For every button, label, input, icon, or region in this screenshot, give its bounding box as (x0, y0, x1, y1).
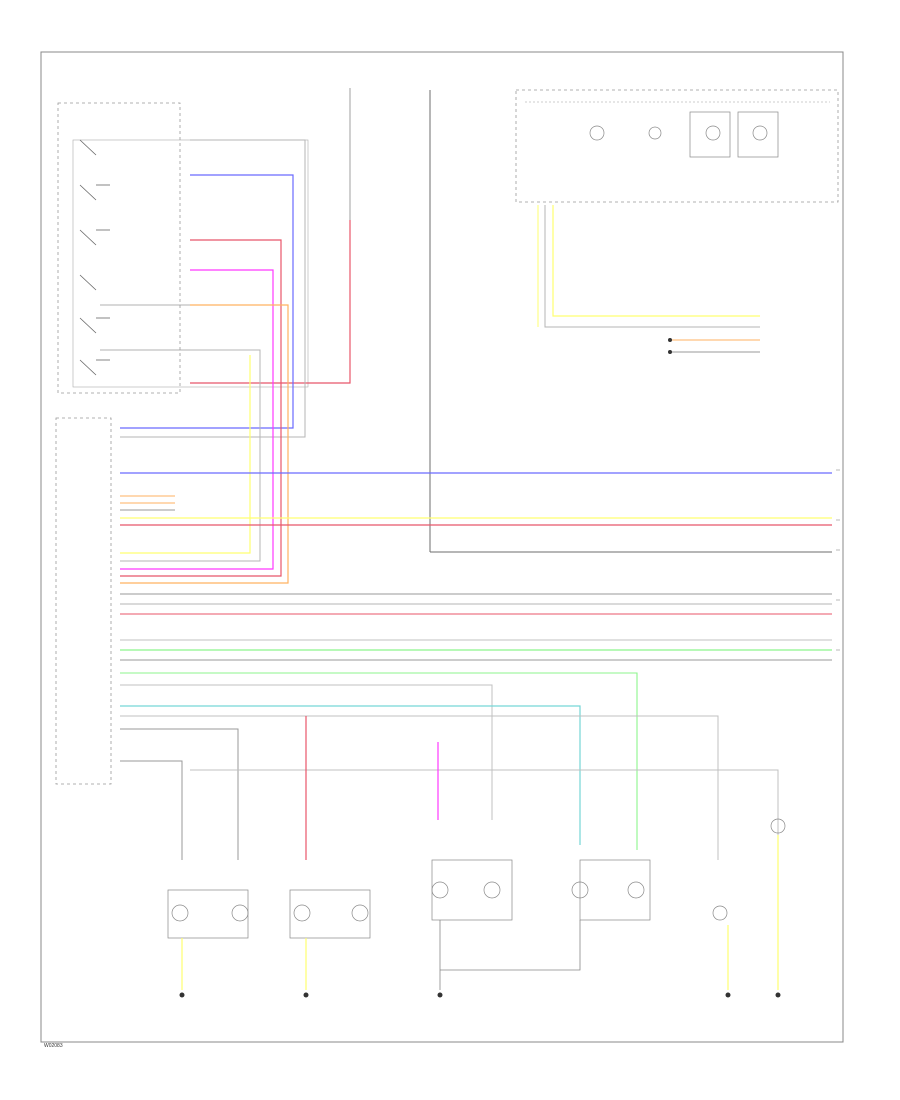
wire-red-fuse (190, 220, 351, 384)
light-switch-box (57, 102, 181, 394)
headlamp-left (167, 889, 249, 939)
wire-teal-branch (120, 705, 581, 845)
bus-wires (120, 472, 832, 661)
wire-grey-branch-2 (120, 715, 719, 860)
tail-ground-bus (440, 920, 581, 971)
wire-grey-switch (120, 139, 306, 438)
wire-yellow-cluster (552, 205, 760, 317)
footer-code: W02083 (44, 1043, 63, 1049)
wire-magenta-switch (120, 269, 274, 570)
wire-red-switch (120, 239, 282, 577)
instrument-cluster-box (515, 89, 839, 203)
connector-dot-1 (668, 338, 672, 342)
wire-grey-branch-3 (120, 760, 183, 860)
wire-orange-switch (120, 304, 289, 584)
wire-dark-branch (120, 728, 239, 860)
headlamp-right (289, 889, 371, 939)
wire-grey-branch-4 (190, 769, 779, 860)
cluster-lamps (589, 111, 779, 158)
wire-blue-switch (120, 174, 294, 429)
wire-grey-switch-2 (120, 349, 261, 562)
edge-connectors (836, 469, 840, 651)
ground-symbols (179, 992, 781, 998)
fog-lamps (712, 818, 786, 921)
wire-yellowgreen-branch (120, 672, 638, 850)
ground-wires (181, 835, 779, 990)
main-module-box (55, 417, 112, 785)
wire-grey-cluster (544, 205, 760, 328)
wire-yellow-switch (120, 355, 251, 554)
wire-grey-branch (120, 684, 493, 820)
switch-contacts (79, 139, 110, 376)
diagram-frame (40, 51, 844, 1043)
tail-lamp-right (571, 859, 651, 921)
connector-dot-2 (668, 350, 672, 354)
tail-lamp-left (431, 859, 513, 921)
